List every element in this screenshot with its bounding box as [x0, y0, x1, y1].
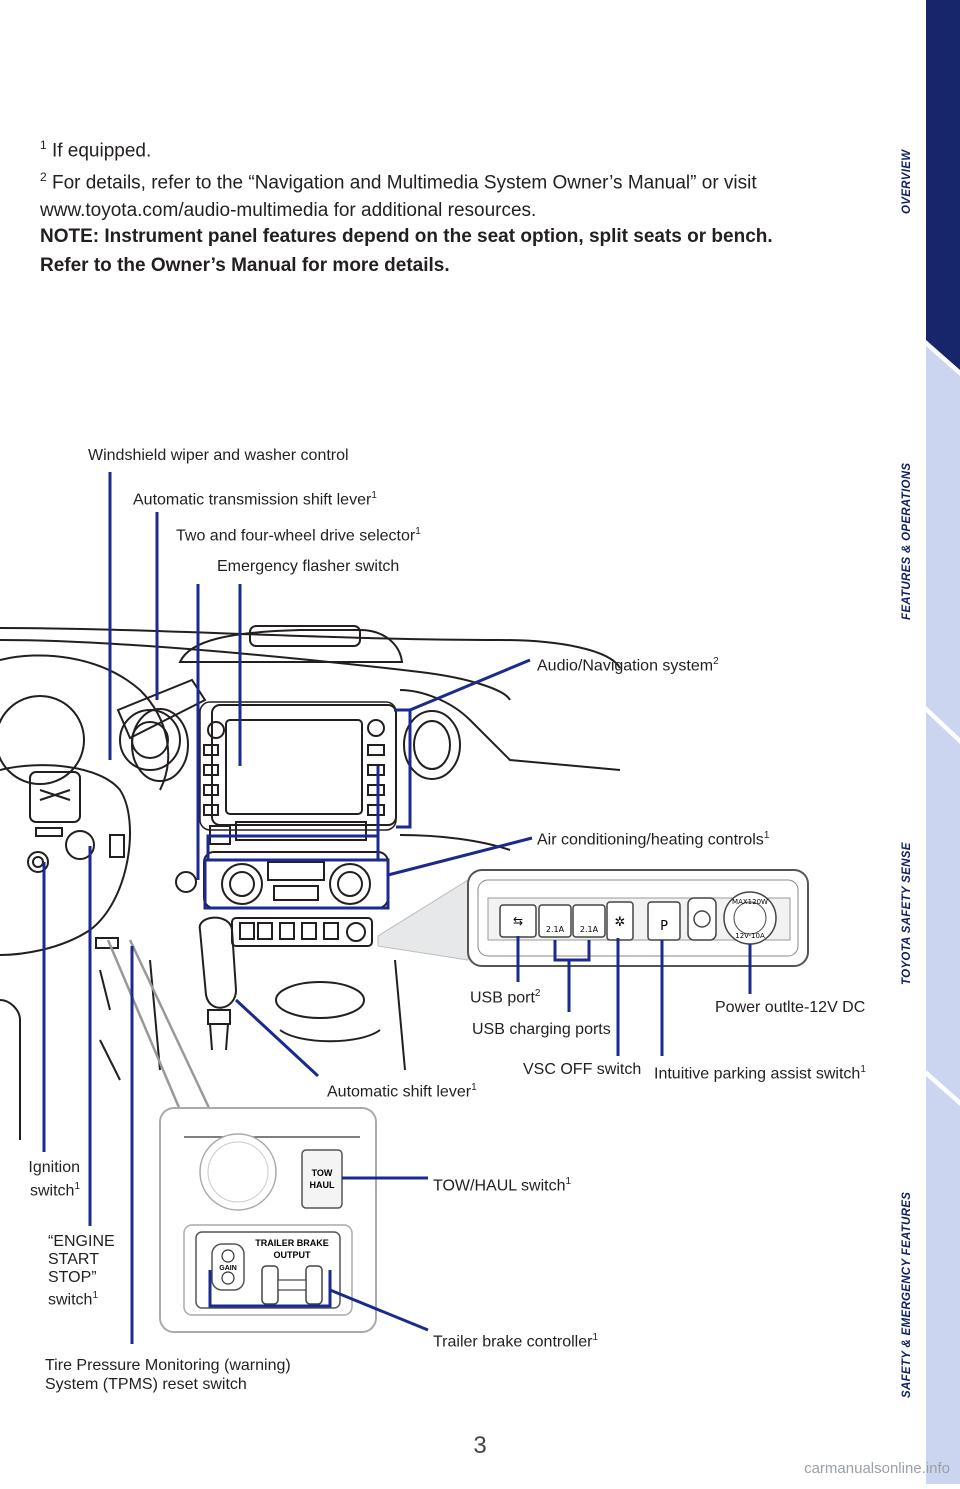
output-label: OUTPUT — [274, 1250, 312, 1260]
callout-vsc: VSC OFF switch — [523, 1061, 642, 1078]
section-tabs: OVERVIEW FEATURES & OPERATIONS TOYOTA SA… — [890, 0, 960, 1484]
instrument-panel-illustration: ⇆ 2.1A 2.1A ✲ P MAX120W 12V-10A TOW HAUL… — [0, 472, 809, 1344]
callout-flasher: Emergency flasher switch — [217, 558, 400, 575]
outlet-top-label: MAX120W — [732, 898, 768, 906]
footnote-1: 1 If equipped. — [40, 138, 152, 162]
callout-ac: Air conditioning/heating controls1 — [537, 830, 770, 849]
usb-b-label: 2.1A — [580, 925, 599, 934]
tab-overview[interactable] — [926, 0, 960, 370]
usb-a-label: 2.1A — [546, 925, 565, 934]
callout-trans-lever: Automatic transmission shift lever1 — [133, 490, 377, 509]
switch-panel-detail: ⇆ 2.1A 2.1A ✲ P MAX120W 12V-10A — [377, 869, 809, 967]
callout-power-outlet: Power outlte-12V DC — [715, 999, 866, 1016]
callout-usb-port: USB port2 — [470, 988, 541, 1007]
callout-ignition: Ignition switch1 — [28, 1159, 80, 1200]
gain-label: GAIN — [219, 1265, 237, 1272]
callout-lines — [42, 472, 752, 1344]
tab-label-tss: TOYOTA SAFETY SENSE — [901, 842, 913, 985]
tab-label-safety: SAFETY & EMERGENCY FEATURES — [901, 1191, 913, 1398]
callout-audio: Audio/Navigation system2 — [537, 656, 719, 675]
trailer-brake-label: TRAILER BRAKE — [255, 1238, 329, 1248]
svg-text:⇆: ⇆ — [513, 914, 523, 928]
tab-toyota-safety-sense[interactable] — [926, 712, 960, 1100]
outlet-bottom-label: 12V-10A — [735, 932, 765, 940]
callout-tpms: Tire Pressure Monitoring (warning) Syste… — [45, 1357, 291, 1393]
svg-text:✲: ✲ — [615, 915, 626, 930]
callout-shift-lever: Automatic shift lever1 — [327, 1082, 477, 1101]
callout-drive-selector: Two and four-wheel drive selector1 — [176, 526, 421, 545]
instrument-panel-note: NOTE: Instrument panel features depend o… — [40, 226, 773, 276]
tab-shapes — [926, 0, 960, 1484]
tow-label: TOW — [312, 1168, 333, 1178]
haul-label: HAUL — [310, 1180, 335, 1190]
callout-engine-start-stop: “ENGINE START STOP” switch1 — [48, 1233, 115, 1309]
tab-safety-emergency[interactable] — [926, 1076, 960, 1484]
callout-wiper: Windshield wiper and washer control — [88, 447, 349, 464]
footnote-2: 2 For details, refer to the “Navigation … — [40, 170, 757, 221]
footnotes: 1 If equipped. 2 For details, refer to t… — [40, 132, 840, 224]
tab-label-overview: OVERVIEW — [901, 149, 913, 214]
tab-features-operations[interactable] — [926, 346, 960, 738]
tab-label-features: FEATURES & OPERATIONS — [901, 462, 913, 620]
callout-usb-charging: USB charging ports — [472, 1021, 611, 1038]
dashboard-drawing — [0, 625, 621, 1140]
watermark: carmanualsonline.info — [804, 1460, 950, 1477]
tow-trailer-inset: TOW HAUL TRAILER BRAKE OUTPUT GAIN — [106, 939, 377, 1333]
callout-parking: Intuitive parking assist switch1 — [654, 1064, 866, 1083]
page-number: 3 — [473, 1432, 487, 1459]
svg-text:P: P — [660, 919, 668, 934]
callout-tow-haul: TOW/HAUL switch1 — [433, 1176, 572, 1195]
callout-trailer-brake: Trailer brake controller1 — [433, 1332, 599, 1351]
